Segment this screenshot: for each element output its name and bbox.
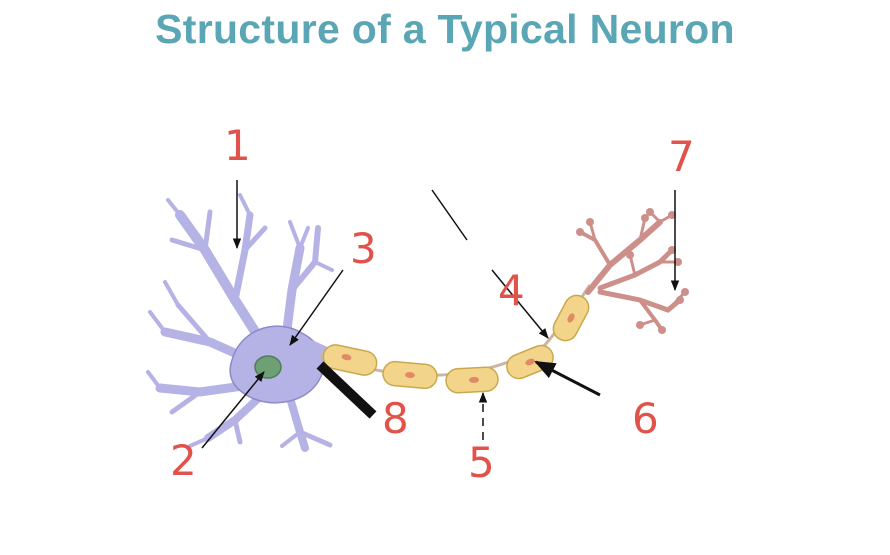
nucleus [254, 355, 282, 379]
label-6: 6 [632, 394, 659, 443]
page-title: Structure of a Typical Neuron [155, 6, 735, 52]
myelin-sheath [506, 344, 554, 380]
myelin-sheath [445, 366, 499, 394]
leader-line [431, 189, 468, 241]
label-1: 1 [224, 121, 251, 170]
label-7: 7 [668, 132, 695, 181]
label-5: 5 [468, 438, 495, 487]
label-8: 8 [382, 394, 409, 443]
pointer-2 [201, 371, 265, 449]
label-3: 3 [350, 224, 377, 273]
dendrites [146, 193, 334, 452]
myelin-sheath [382, 360, 438, 390]
pointer-3 [289, 269, 344, 346]
label-4: 4 [498, 266, 525, 315]
terminal-knobs [576, 208, 689, 334]
pointer-4 [491, 269, 549, 339]
pointer-6 [534, 360, 601, 397]
label-2: 2 [170, 436, 197, 485]
pointer-8-bar [316, 361, 377, 419]
pointer-lines [201, 180, 680, 449]
myelin-sheath [322, 344, 378, 376]
axon-terminals [578, 210, 687, 332]
myelin-sheaths [322, 294, 590, 394]
myelin-sheath [552, 294, 590, 342]
